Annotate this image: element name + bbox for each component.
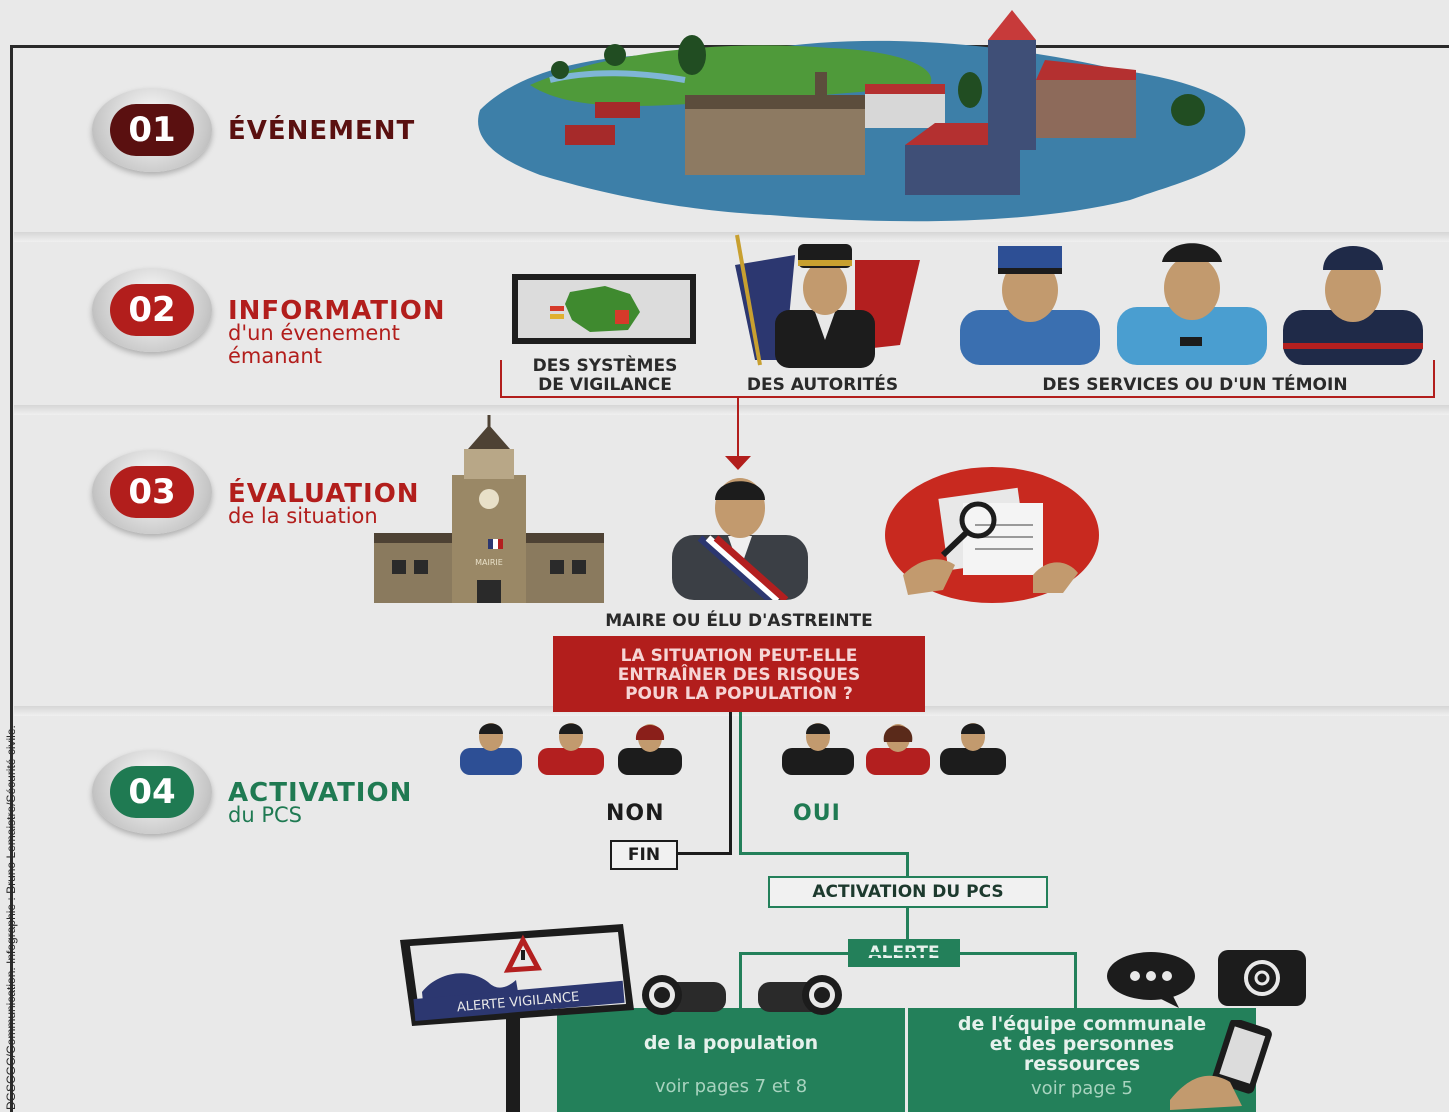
section-divider [14,232,1449,242]
binoculars-icon [642,975,842,1015]
flow-line-branch-right [1074,952,1077,1008]
source-label-vigilance-line2: DE VIGILANCE [538,375,672,395]
step-subtitle-line1: d'un évenement [228,321,400,345]
frame-left-line [10,45,13,1112]
question-line3: POUR LA POPULATION ? [625,684,853,704]
step-number: 03 [110,466,194,518]
target-equipe-box: de l'équipe communale et des personnes r… [908,1008,1256,1112]
person-icon [460,723,522,775]
target-equipe-line1: de l'équipe communale [957,1013,1207,1035]
target-equipe-pages: voir page 5 [1031,1078,1133,1099]
people-group-non [460,723,682,775]
step-title-evaluation: ÉVALUATION [228,479,420,509]
person-icon [782,723,854,775]
person-icon [618,724,682,775]
town-hall-icon: MAIRIE [374,415,604,603]
target-population-box: de la population voir pages 7 et 8 [557,1008,905,1112]
bracket-bottom [500,396,1435,398]
police-officer-icon [960,246,1100,365]
step-title-activation: ACTIVATION [228,778,413,808]
decision-non: NON [606,801,665,826]
source-label-vigilance-line1: DES SYSTÈMES [532,356,678,376]
chat-bubble-icon [1107,952,1195,1008]
target-population-label: de la population [643,1032,819,1054]
phone-hand-icon [1170,1020,1272,1110]
mayor-icon [672,478,808,600]
source-label-services: DES SERVICES OU D'UN TÉMOIN [1042,375,1348,395]
step-badge-01: 01 [92,88,212,172]
step-subtitle: de la situation [228,504,378,528]
at-sign-icon [1218,950,1306,1006]
step-subtitle: du PCS [228,803,302,827]
gendarme-icon [1117,243,1267,365]
magnifier-document-icon [885,467,1099,603]
person-icon [940,723,1006,775]
mairie-sign-text: MAIRIE [475,558,503,567]
flow-line-oui-v [906,852,909,878]
arrow-down-icon [725,456,751,470]
credit-text: DGSCGC/Communication. Infographie : Brun… [4,725,18,1110]
step-number: 02 [110,284,194,336]
step-badge-03: 03 [92,450,212,534]
map-screen-icon [512,274,696,344]
maire-caption: MAIRE OU ÉLU D'ASTREINTE [605,611,873,631]
step-badge-02: 02 [92,268,212,352]
step-number: 01 [110,104,194,156]
firefighter-icon [1283,246,1423,365]
flow-line-branch-left [739,952,742,1008]
flow-line-branch [739,952,1077,955]
target-population-pages: voir pages 7 et 8 [654,1076,808,1097]
flow-line-alerte [906,906,909,940]
bracket-right [1433,360,1435,398]
question-line2: ENTRAÎNER DES RISQUES [617,665,861,685]
flood-illustration [478,10,1246,222]
people-group-oui [782,723,1006,775]
step-title-information: INFORMATION [228,296,446,326]
bracket-left [500,360,502,398]
question-line1: LA SITUATION PEUT-ELLE [620,646,858,666]
section-divider [14,405,1449,415]
arrow-line [737,398,739,460]
target-equipe-line3: ressources [1023,1053,1141,1075]
question-box: LA SITUATION PEUT-ELLE ENTRAÎNER DES RIS… [553,636,925,712]
warning-sign-icon: ALERTE VIGILANCE [400,924,634,1112]
step-badge-04: 04 [92,750,212,834]
target-equipe-line2: et des personnes [989,1033,1175,1055]
person-icon [866,724,930,775]
flow-line-oui [739,712,742,855]
step-subtitle-line2: émanant [228,344,322,368]
flow-line-oui-h [739,852,909,855]
decision-oui: OUI [793,801,841,826]
activation-pcs-box: ACTIVATION DU PCS [768,876,1048,908]
flow-line-fin [676,852,731,855]
fin-box: FIN [610,840,678,870]
flow-line-non [729,712,732,855]
step-title-evenement: ÉVÉNEMENT [228,116,416,146]
source-label-autorites: DES AUTORITÉS [746,375,899,395]
prefect-icon [735,234,920,368]
person-icon [538,723,604,775]
step-number: 04 [110,766,194,818]
